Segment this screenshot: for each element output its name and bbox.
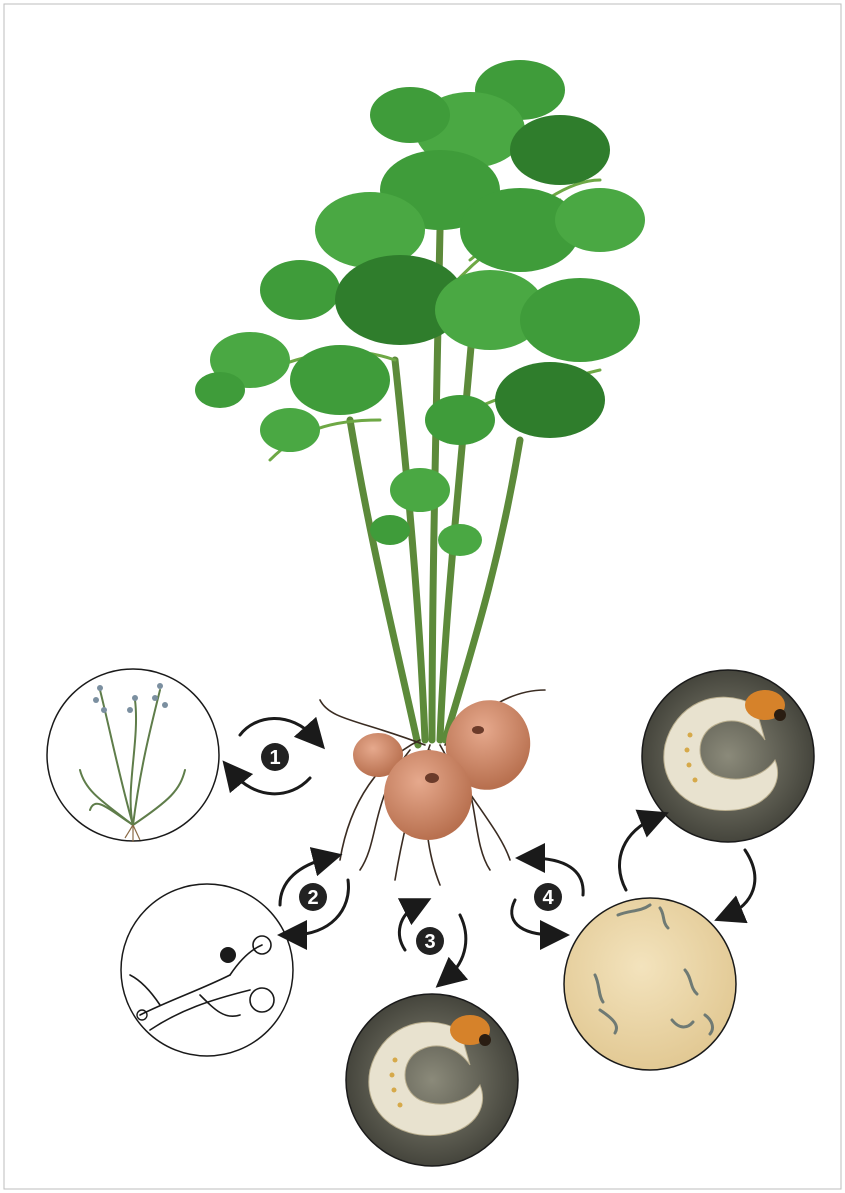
nematodes-icon xyxy=(564,898,736,1070)
potato-tubers xyxy=(353,691,540,840)
fungal-hyphae-icon xyxy=(121,884,293,1056)
interaction-badge-2: 2 xyxy=(299,883,327,911)
interaction-badge-3: 3 xyxy=(416,927,444,955)
interaction-badge-4: 4 xyxy=(534,883,562,911)
interaction-number-1: 1 xyxy=(269,747,280,769)
interaction-badge-1: 1 xyxy=(261,743,289,771)
beetle-larva-large-icon xyxy=(642,670,814,842)
interaction-number-3: 3 xyxy=(424,931,435,953)
grass-plant-icon xyxy=(47,669,219,842)
beetle-larva-icon xyxy=(346,994,518,1166)
plant-leaves xyxy=(195,60,645,556)
interaction-number-4: 4 xyxy=(542,887,554,909)
interaction-number-2: 2 xyxy=(307,887,318,909)
